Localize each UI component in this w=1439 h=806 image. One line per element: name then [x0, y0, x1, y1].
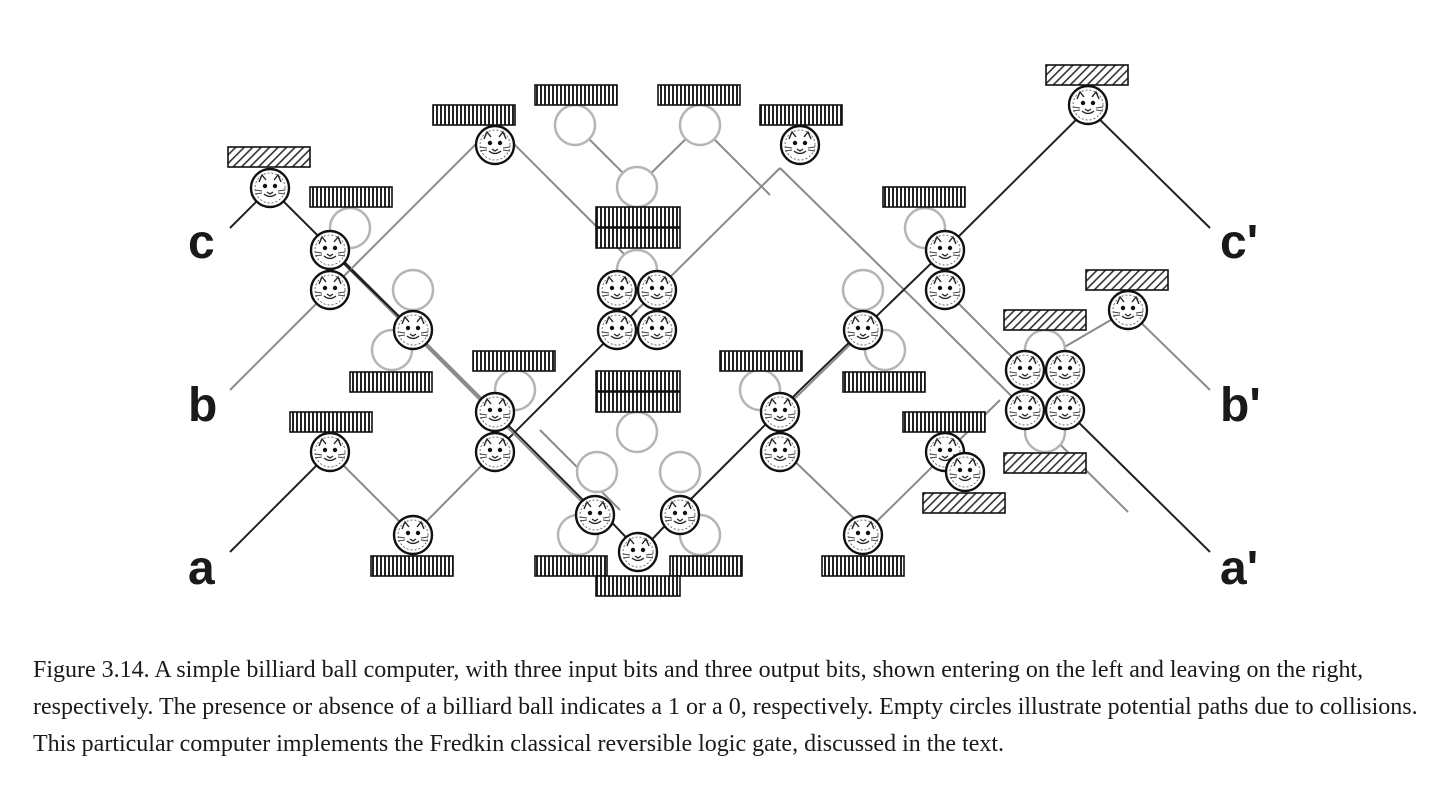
input-label-c: c — [188, 216, 215, 269]
mirror — [902, 411, 986, 433]
billiard-ball — [1044, 349, 1086, 391]
mirror — [472, 350, 556, 372]
billiard-ball — [1067, 84, 1109, 126]
mirror — [657, 84, 741, 106]
empty-circle — [615, 165, 659, 209]
billiard-ball — [924, 229, 966, 271]
billiard-ball — [596, 309, 638, 351]
billiard-ball — [1107, 289, 1149, 331]
mirror — [759, 104, 843, 126]
mirror — [432, 104, 516, 126]
mirror — [534, 555, 608, 577]
input-label-a: a — [188, 542, 215, 595]
empty-circle — [615, 410, 659, 454]
billiard-ball — [392, 309, 434, 351]
mirror — [595, 227, 681, 249]
mirror — [370, 555, 454, 577]
output-label-a: a' — [1220, 542, 1258, 595]
path-segment — [944, 107, 1089, 251]
empty-circle — [841, 268, 885, 312]
mirror — [1003, 309, 1087, 331]
billiard-ball — [596, 269, 638, 311]
billiard-ball — [392, 514, 434, 556]
billiard-ball — [659, 494, 701, 536]
path-segment — [782, 449, 867, 531]
path-segment — [1067, 411, 1211, 553]
mirror — [595, 575, 681, 597]
mirror — [534, 84, 618, 106]
billiard-ball — [1004, 389, 1046, 431]
input-label-b: b — [188, 379, 217, 432]
figure-caption: Figure 3.14. A simple billiard ball comp… — [33, 657, 1418, 757]
mirror — [289, 411, 373, 433]
path-segment — [329, 124, 496, 291]
output-label-c: c' — [1220, 216, 1258, 269]
mirror — [821, 555, 905, 577]
mirror — [719, 350, 803, 372]
empty-circle — [658, 450, 702, 494]
mirror — [669, 555, 743, 577]
mirrors — [227, 64, 1169, 597]
mirror — [595, 206, 681, 228]
billiard-ball — [474, 124, 516, 166]
billiard-ball — [636, 269, 678, 311]
billiard-ball — [309, 269, 351, 311]
mirror — [595, 391, 681, 413]
billiard-ball — [779, 124, 821, 166]
billiard-balls — [249, 84, 1149, 573]
mirror — [882, 186, 966, 208]
billiard-ball — [759, 391, 801, 433]
path-segment — [229, 451, 331, 553]
billiard-ball — [924, 269, 966, 311]
mirror — [309, 186, 393, 208]
billiard-ball — [1004, 349, 1046, 391]
billiard-ball — [309, 431, 351, 473]
empty-circle — [678, 103, 722, 147]
billiard-ball — [309, 229, 351, 271]
mirror — [349, 371, 433, 393]
path-segment — [779, 167, 946, 331]
output-label-b: b' — [1220, 379, 1261, 432]
billiard-ball — [474, 431, 516, 473]
path-segment — [229, 289, 331, 391]
mirror — [1045, 64, 1129, 86]
billiard-ball — [944, 451, 986, 493]
billiard-ball — [759, 431, 801, 473]
billiard-ball — [1044, 389, 1086, 431]
billiard-ball — [574, 494, 616, 536]
billiard-ball — [249, 167, 291, 209]
billiard-ball — [617, 531, 659, 573]
billiard-ball — [842, 514, 884, 556]
empty-circle — [575, 450, 619, 494]
billiard-ball-computer-diagram: c b a c' b' a' — [188, 64, 1261, 597]
billiard-ball — [474, 391, 516, 433]
billiard-ball — [842, 309, 884, 351]
empty-circle — [391, 268, 435, 312]
billiard-ball — [636, 309, 678, 351]
mirror — [922, 492, 1006, 514]
mirror — [227, 146, 311, 168]
empty-circle — [553, 103, 597, 147]
mirror — [595, 370, 681, 392]
mirror — [842, 371, 926, 393]
mirror — [1003, 452, 1087, 474]
mirror — [1085, 269, 1169, 291]
path-segment — [1087, 107, 1211, 229]
